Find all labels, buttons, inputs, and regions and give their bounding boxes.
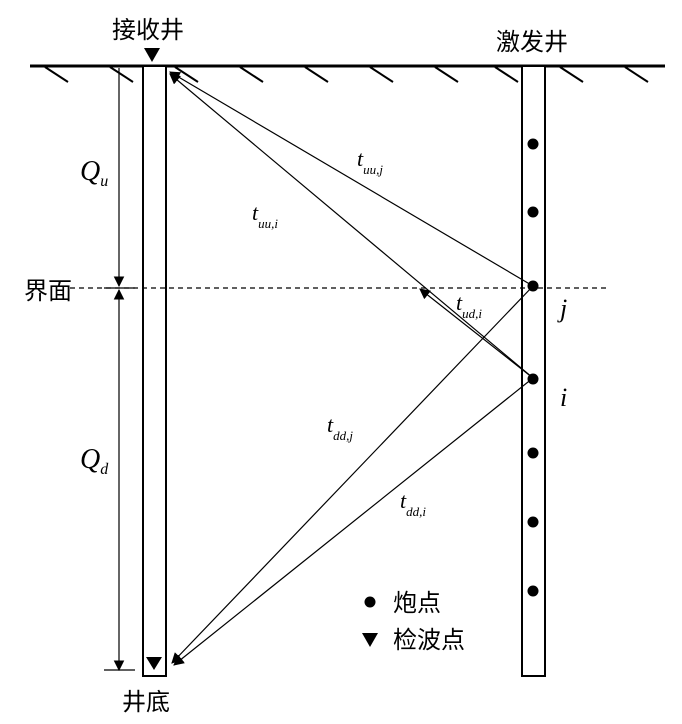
shot-point-j (527, 280, 539, 292)
lower-zone-label: Qd (80, 444, 109, 478)
shot-points (527, 138, 539, 597)
receiver-well-label: 接收井 (112, 16, 184, 44)
ray-tuu-i (169, 73, 534, 379)
receiver-well (142, 65, 167, 677)
ground-hatching (44, 66, 649, 83)
ray-tuu-i-label: tuu,i (252, 200, 278, 231)
legend-receiver-label: 检波点 (393, 626, 465, 654)
legend-shot-label: 炮点 (393, 589, 441, 617)
ray-paths (169, 71, 534, 666)
ray-tuu-j (169, 71, 534, 287)
point-i-label: i (560, 383, 567, 412)
well-bottom-label: 井底 (122, 688, 170, 716)
shot-point (527, 138, 539, 150)
legend-shot-marker (364, 596, 376, 608)
ray-tuu-j-label: tuu,j (357, 146, 383, 177)
legend: 炮点 检波点 (362, 589, 465, 654)
ray-tdd-j-label: tdd,j (327, 412, 353, 443)
ray-tdd-j (171, 285, 534, 664)
bottom-receiver-marker (146, 657, 162, 670)
legend-receiver-marker (362, 633, 378, 647)
shot-point (527, 447, 539, 459)
shot-point-i (527, 373, 539, 385)
ray-tud-i-seg (419, 288, 534, 379)
top-receiver-marker (144, 48, 160, 62)
shot-point (527, 206, 539, 218)
ray-tdd-i (173, 377, 534, 666)
source-well-label: 激发井 (496, 28, 568, 56)
zone-dimension-lines (104, 68, 135, 672)
interface-label: 界面 (24, 277, 72, 305)
ray-tdd-i-label: tdd,i (400, 488, 426, 519)
point-j-label: j (557, 294, 567, 323)
ray-tud-i-label: tud,i (456, 290, 482, 321)
shot-point (527, 585, 539, 597)
shot-point (527, 516, 539, 528)
upper-zone-label: Qu (80, 156, 108, 190)
